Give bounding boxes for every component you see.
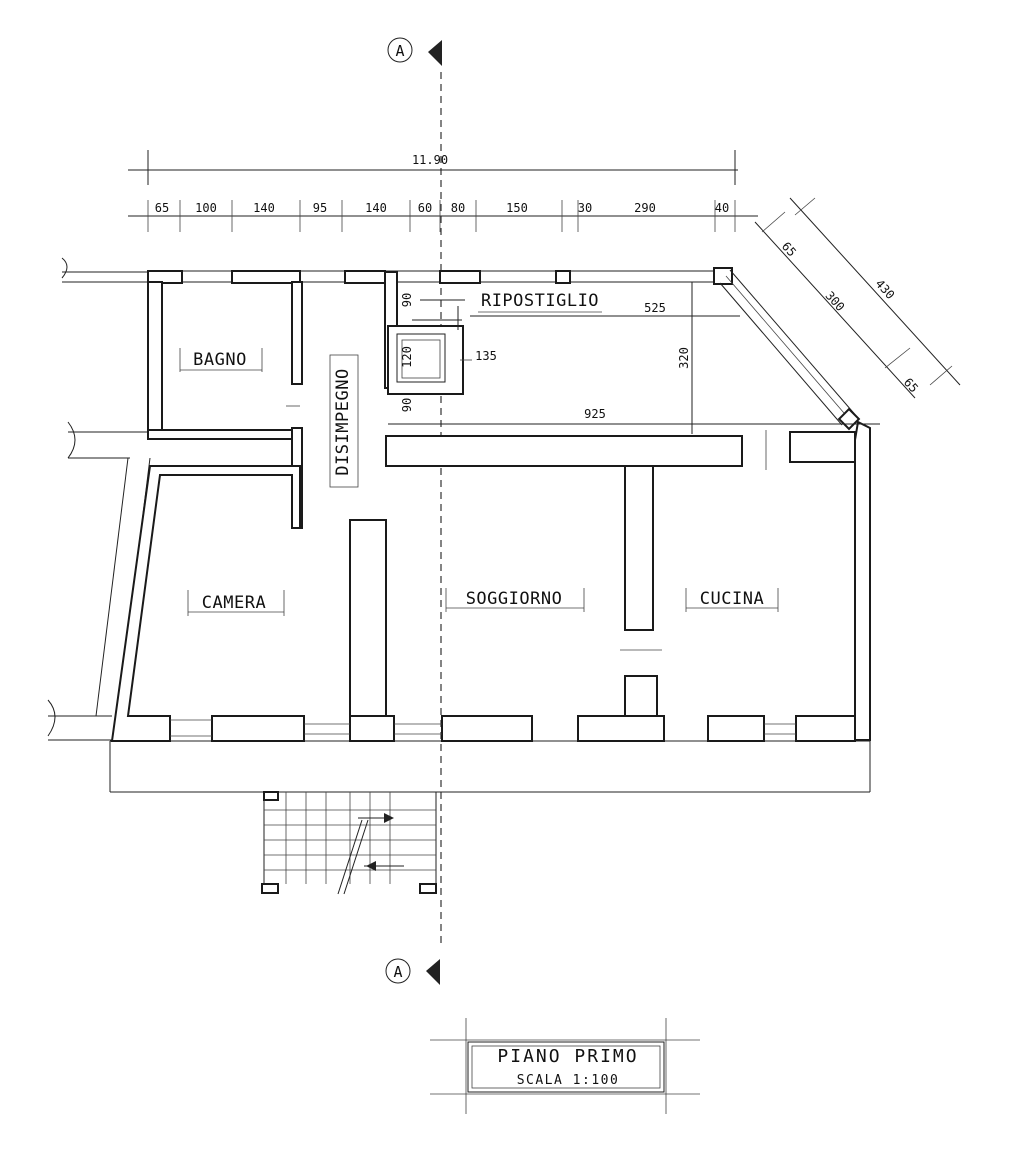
section-marker-top-label: A: [395, 42, 404, 60]
dim-closet-width: 135: [475, 349, 497, 363]
dim-chain-2: 140: [253, 201, 275, 215]
dim-chain-1: 100: [195, 201, 217, 215]
internal-dimensions: 525 320 925: [388, 282, 880, 434]
dim-chain-10: 40: [715, 201, 729, 215]
staircase: [261, 791, 437, 895]
dim-corridor: 90: [400, 398, 414, 412]
room-disimpegno: DISIMPEGNO: [329, 354, 359, 488]
stair-arrow-down-icon: [366, 861, 376, 871]
dim-chain-6: 80: [451, 201, 465, 215]
room-ripostiglio: RIPOSTIGLIO 90 120 135 90: [384, 271, 602, 412]
dim-chain-4: 140: [365, 201, 387, 215]
room-label-disimpegno: DISIMPEGNO: [333, 368, 353, 475]
dim-diag-65-top: 65: [779, 239, 799, 259]
dim-chain-8: 30: [578, 201, 592, 215]
room-soggiorno: SOGGIORNO: [445, 588, 585, 612]
title-text: PIANO PRIMO: [497, 1046, 638, 1067]
dim-closet-small: 120: [400, 346, 414, 368]
dim-chain-5: 60: [418, 201, 432, 215]
stair-arrow-up-icon: [384, 813, 394, 823]
diagonal-dimensions: 65 300 430 65: [754, 197, 961, 399]
room-label-cucina: CUCINA: [700, 589, 764, 609]
section-marker-bottom-label: A: [393, 963, 402, 981]
outer-walls: [109, 267, 871, 793]
room-cucina: CUCINA: [685, 588, 779, 612]
title-block: PIANO PRIMO SCALA 1:100: [430, 1018, 700, 1114]
dim-chain-9: 290: [634, 201, 656, 215]
section-marker-top: A: [387, 37, 442, 66]
dim-chain-3: 95: [313, 201, 327, 215]
section-arrow-bottom-icon: [426, 959, 440, 985]
room-label-ripostiglio: RIPOSTIGLIO: [481, 291, 599, 311]
central-walls: [349, 430, 856, 741]
room-label-camera: CAMERA: [202, 593, 266, 613]
room-camera: CAMERA: [110, 465, 301, 742]
dim-span-925: 925: [584, 407, 606, 421]
dim-chain-0: 65: [155, 201, 169, 215]
dim-diag-430: 430: [873, 277, 898, 302]
dim-ripostiglio-depth: 90: [400, 293, 414, 307]
section-marker-bottom: A: [385, 958, 440, 985]
dim-height-320: 320: [677, 347, 691, 369]
dim-overall: 11.90: [412, 153, 448, 167]
dim-chain-7: 150: [506, 201, 528, 215]
top-dimension-chain: 65 100 140 95 140 60 80 150 30 290 40: [128, 200, 758, 232]
dim-ripostiglio-width: 525: [644, 301, 666, 315]
section-arrow-top-icon: [428, 40, 442, 66]
room-bagno: BAGNO: [147, 281, 303, 529]
room-label-soggiorno: SOGGIORNO: [466, 589, 563, 609]
bottom-wall-piers: [170, 715, 856, 742]
overall-dimension: 11.90: [128, 150, 738, 185]
dim-diag-65-bottom: 65: [901, 375, 921, 395]
room-label-bagno: BAGNO: [193, 350, 247, 370]
dim-diag-300: 300: [823, 289, 848, 314]
scale-text: SCALA 1:100: [517, 1073, 620, 1088]
